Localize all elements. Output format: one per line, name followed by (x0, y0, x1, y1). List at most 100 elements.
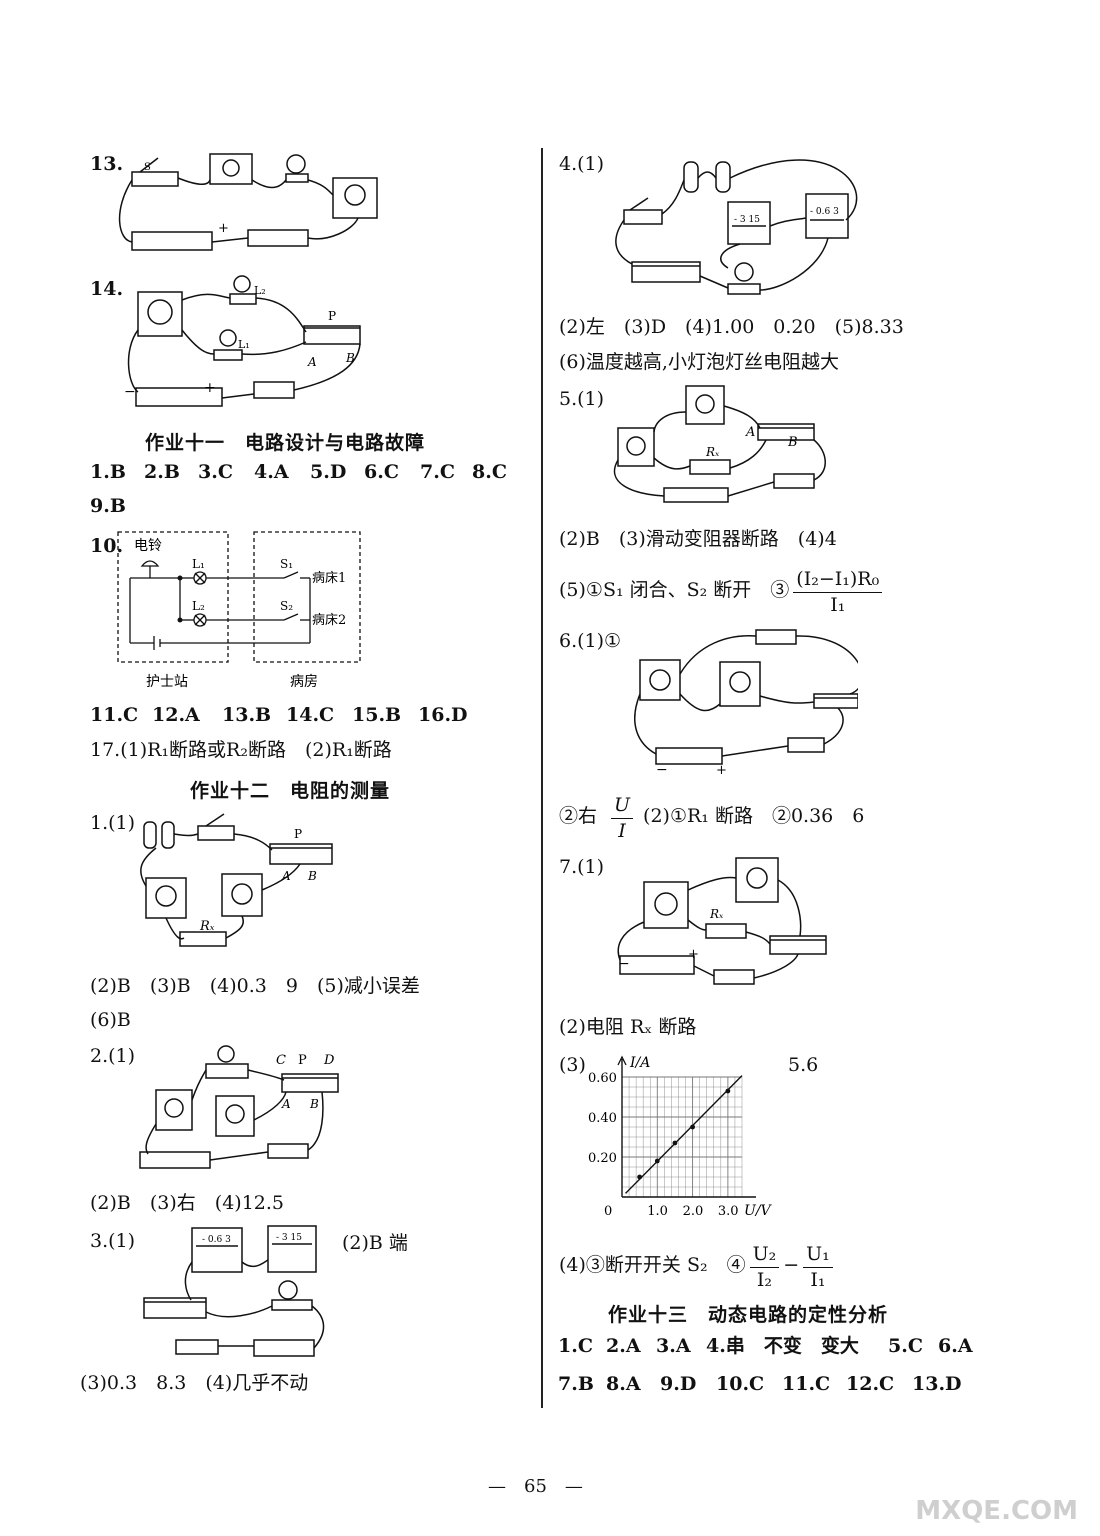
answer-item: 16.D (418, 704, 468, 726)
svg-text:+: + (716, 763, 727, 774)
svg-text:S: S (144, 162, 151, 173)
chart-x-axis-label: U/V (744, 1203, 773, 1219)
q5-number: 5.(1) (559, 388, 605, 410)
page-number: — 65 — (488, 1476, 583, 1497)
answer-item: 13.D (912, 1373, 962, 1395)
q10-l1-label: L₁ (192, 557, 205, 571)
answer-item: 12.A (152, 704, 200, 726)
answer-item: 2.B (144, 461, 180, 483)
q13-number: 13. (90, 153, 124, 175)
answer-item: 6.C (364, 461, 399, 483)
y-axis-arrow (617, 1055, 627, 1066)
q7-number: 7.(1) (559, 856, 605, 878)
x-tick-label: 0 (604, 1204, 612, 1219)
q7-circuit-figure: Rₓ −+ (617, 857, 827, 985)
q7-frac2-numerator: U₁ (803, 1243, 833, 1268)
q4-number: 4.(1) (559, 153, 605, 175)
svg-text:+: + (688, 947, 699, 962)
q3-number: 3.(1) (90, 1230, 136, 1252)
data-point (690, 1124, 695, 1130)
x-tick-label: 1.0 (647, 1204, 668, 1219)
q10-s1-label: S₁ (280, 557, 293, 571)
y-tick-label: 0.20 (588, 1151, 617, 1166)
chart-y-axis-label: I/A (629, 1055, 650, 1071)
q14-p-label: P (328, 309, 336, 323)
answer-item: 4.串 不变 变大 (706, 1335, 859, 1357)
q13-circuit-figure: S+ (118, 153, 378, 251)
q7-frac1-numerator: U₂ (749, 1243, 780, 1268)
x-tick-label: 3.0 (718, 1204, 739, 1219)
q4-circuit-figure: - 3 15 - 0.6 3 (615, 159, 858, 295)
data-point (654, 1158, 660, 1164)
q14-l1-label: L₁ (238, 338, 250, 351)
q1-b-label: B (307, 869, 317, 883)
q10-s2-label: S₂ (280, 599, 293, 613)
q10-bell-label: 电铃 (134, 538, 162, 554)
q4-answer-2: (6)温度越高,小灯泡灯丝电阻越大 (559, 351, 839, 373)
answer-item: 10.C (716, 1373, 765, 1395)
q14-circuit-figure: L₂ L₁ P A B − + (124, 275, 361, 407)
q2-circuit-figure: C P D A B (139, 1045, 339, 1169)
q2-p-label: P (298, 1053, 307, 1068)
answer-item: 12.C (846, 1373, 895, 1395)
section-11-title: 作业十一 电路设计与电路故障 (145, 432, 426, 454)
svg-text:- 0.6 3: - 0.6 3 (202, 1235, 231, 1245)
svg-text:- 0.6 3: - 0.6 3 (810, 207, 839, 217)
q2-d-label: D (323, 1053, 335, 1068)
answer-item: 8.A (606, 1373, 641, 1395)
answer-item: 7.C (420, 461, 455, 483)
q2-number: 2.(1) (90, 1045, 136, 1067)
q3-circuit-figure: - 0.6 3 - 3 15 (143, 1225, 325, 1357)
q7-answer-2: (2)电阻 Rₓ 断路 (559, 1016, 697, 1038)
q1-answer-6: (6)B (90, 1009, 131, 1031)
q3-side-answer: (2)B 端 (342, 1232, 408, 1254)
section-13-title: 作业十三 动态电路的定性分析 (608, 1304, 889, 1326)
q14-minus-label: − (124, 384, 136, 400)
chart-axes (617, 1055, 756, 1198)
q7-minus: − (783, 1254, 800, 1276)
q7-answer-4-text: (4)③断开开关 S₂ ④ (559, 1254, 746, 1276)
q7-answer-3-value: 5.6 (788, 1054, 819, 1076)
answer-item: 4.A (254, 461, 289, 483)
q14-a-label: A (307, 355, 317, 369)
q6-answer-pre: ②右 (559, 805, 598, 827)
q6-answer-post: (2)①R₁ 断路 ②0.36 6 (643, 805, 865, 827)
q10-station-label: 护士站 (146, 674, 188, 690)
answer-item: 14.C (286, 704, 335, 726)
q6-frac-numerator: U (611, 794, 634, 819)
answer-item: 1.B (90, 461, 126, 483)
answer-item: 1.C (558, 1335, 593, 1357)
answer-item: 2.A (606, 1335, 641, 1357)
x-tick-label: 2.0 (683, 1204, 704, 1219)
data-point (672, 1140, 678, 1146)
svg-text:- 3 15: - 3 15 (276, 1233, 302, 1243)
q7-rx-label: Rₓ (709, 907, 724, 921)
column-divider (541, 148, 543, 1408)
q14-l2-label: L₂ (254, 284, 266, 297)
chart-fit-line (625, 1075, 743, 1194)
q2-c-label: C (276, 1053, 286, 1068)
q1-circuit-figure: P A B Rₓ (140, 813, 333, 947)
section-12-title: 作业十二 电阻的测量 (190, 780, 391, 802)
q17-answer: 17.(1)R₁断路或R₂断路 (2)R₁断路 (90, 739, 392, 761)
answer-item: 9.D (660, 1373, 697, 1395)
q7-answer-3-number: (3) (559, 1054, 586, 1076)
answer-item: 3.A (656, 1335, 691, 1357)
svg-text:- 3 15: - 3 15 (734, 215, 760, 225)
q1-p-label: P (294, 827, 302, 841)
answer-item: 11.C (782, 1373, 831, 1395)
q2-answer: (2)B (3)右 (4)12.5 (90, 1192, 285, 1214)
q7-frac2-denominator: I₁ (810, 1268, 826, 1291)
q14-plus-label: + (204, 380, 216, 396)
q5-a-label: A (745, 425, 755, 440)
answer-item: 13.B (222, 704, 272, 726)
q10-number: 10. (90, 535, 124, 557)
q4-answer-1: (2)左 (3)D (4)1.00 0.20 (5)8.33 (559, 316, 904, 338)
svg-text:−: − (656, 762, 668, 774)
q10-bed2-label: 病床2 (312, 613, 346, 628)
